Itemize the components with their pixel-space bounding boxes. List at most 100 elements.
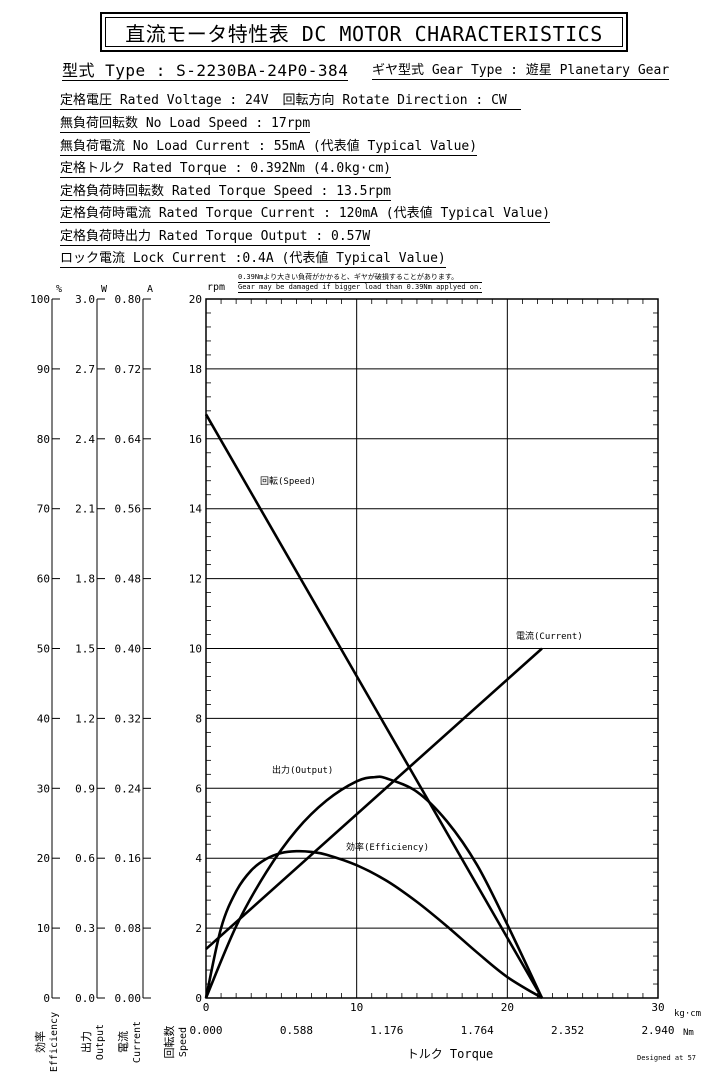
output-axis-tick-label: 1.8 [75,573,95,586]
current-axis-title-jp: 電流 [116,1031,130,1053]
output-curve [204,775,544,999]
x-tick-label-kgcm: 0 [203,1001,210,1014]
x-tick-label-kgcm: 10 [350,1001,363,1014]
x-unit-nm: Nm [683,1028,694,1038]
spec-rated-voltage: 定格電圧 Rated Voltage : 24V [60,93,269,108]
efficiency-axis-tick-label: 30 [37,782,50,795]
speed-axis-tick-label: 2 [195,922,202,935]
speed-axis-tick-label: 8 [195,712,202,725]
speed-axis-tick-label: 4 [195,852,202,865]
speed-axis-tick-label: 14 [189,503,203,516]
speed-label: 回転(Speed) [260,476,316,487]
efficiency-axis-tick-label: 100 [30,293,50,306]
efficiency-axis-tick-label: 90 [37,363,50,376]
chart-curves [204,413,544,1000]
output-axis-tick-label: 0.0 [75,992,95,1005]
output-axis-tick-label: 2.4 [75,433,95,446]
efficiency-label: 効率(Efficiency) [346,841,429,853]
spec-rated-torque-speed: 定格負荷時回転数 Rated Torque Speed : 13.5rpm [60,184,391,201]
efficiency-curve [204,849,543,1000]
output-axis-unit: W [101,284,108,295]
spec-lock-current: ロック電流 Lock Current :0.4A (代表値 Typical Va… [60,251,446,268]
output-axis-tick-label: 2.1 [75,503,95,516]
model-type-line: 型式 Type : S-2230BA-24P0-384 [62,61,349,82]
output-label: 出力(Output) [272,764,333,776]
current-axis-tick-label: 0.64 [115,433,142,446]
speed-line [204,413,544,999]
current-axis-tick-label: 0.56 [115,503,142,516]
output-axis-tick-label: 1.5 [75,643,95,656]
spec-rated-torque-output: 定格負荷時出力 Rated Torque Output : 0.57W [60,229,371,246]
spec-no-load-speed: 無負荷回転数 No Load Speed : 17rpm [60,116,311,133]
speed-axis-tick-label: 0 [195,992,202,1005]
gear-warning-note: 0.39Nmより大きい負荷がかかると、ギヤが破損することがあります。 Gear … [238,273,483,293]
efficiency-axis-title-jp: 効率 [33,1031,47,1053]
efficiency-axis-tick-label: 20 [37,852,50,865]
current-axis-tick-label: 0.80 [115,293,142,306]
speed-axis-tick-label: 16 [189,433,202,446]
output-axis-tick-label: 3.0 [75,293,95,306]
gear-warning-en: Gear may be damaged if bigger load than … [238,282,483,293]
speed-axis-title-jp: 回転数 [163,1026,176,1059]
x-tick-label-nm: 2.352 [551,1024,584,1037]
efficiency-axis-tick-label: 0 [43,992,50,1005]
x-tick-label-nm: 0.588 [280,1024,313,1037]
speed-axis-tick-label: 18 [189,363,202,376]
current-axis-tick-label: 0.16 [115,852,142,865]
gear-warning-jp: 0.39Nmより大きい負荷がかかると、ギヤが破損することがあります。 [238,273,483,283]
chart-axes: %0102030405060708090100W0.00.30.60.91.21… [30,282,701,1072]
efficiency-axis-unit: % [56,284,62,295]
current-axis-unit: A [147,284,153,295]
speed-axis-unit: rpm [207,282,225,293]
efficiency-axis-tick-label: 70 [37,503,50,516]
efficiency-axis-tick-label: 40 [37,712,50,725]
title-box: 直流モータ特性表 DC MOTOR CHARACTERISTICS [100,12,628,52]
speed-axis-tick-label: 10 [189,643,202,656]
output-axis-tick-label: 0.6 [75,852,95,865]
efficiency-axis-title-en: Efficiency [49,1012,60,1072]
current-axis-tick-label: 0.32 [115,712,142,725]
output-axis-tick-label: 0.9 [75,782,95,795]
chart-grid [205,298,659,999]
spec-rated-torque-current: 定格負荷時電流 Rated Torque Current : 120mA (代表… [60,206,551,223]
current-axis-tick-label: 0.24 [115,782,142,795]
efficiency-axis-tick-label: 10 [37,922,50,935]
current-axis-tick-label: 0.00 [115,992,142,1005]
spec-rated-torque: 定格トルク Rated Torque : 0.392Nm (4.0kg·cm) [60,161,392,178]
current-axis-tick-label: 0.08 [115,922,142,935]
current-label: 電流(Current) [516,630,583,642]
output-axis-title-en: Output [95,1024,106,1060]
spec-rotate-direction: 回転方向 Rotate Direction : CW [282,93,507,108]
x-unit-kgcm: kg·cm [674,1009,701,1019]
x-tick-label-nm: 1.176 [370,1024,403,1037]
current-line [205,647,543,951]
efficiency-axis-tick-label: 80 [37,433,50,446]
speed-axis-tick-label: 6 [195,782,202,795]
chart-labels: 回転(Speed) 電流(Current) 出力(Output) 効率(Efficie… [260,476,583,853]
gear-type-line: ギヤ型式 Gear Type : 遊星 Planetary Gear [372,63,670,80]
output-axis-tick-label: 1.2 [75,712,95,725]
speed-axis-tick-label: 12 [189,573,202,586]
x-tick-label-kgcm: 30 [651,1001,664,1014]
speed-axis-title-en: Speed [178,1027,189,1057]
designed-note: Designed at 57 [637,1054,697,1062]
x-tick-label-nm: 0.000 [189,1024,222,1037]
output-axis-title-jp: 出力 [79,1031,93,1053]
spec-row-voltage: 定格電圧 Rated Voltage : 24V 回転方向 Rotate Dire… [60,93,521,110]
current-axis-tick-label: 0.48 [115,573,142,586]
output-axis-tick-label: 0.3 [75,922,95,935]
current-axis-title-en: Current [132,1021,143,1063]
current-axis-tick-label: 0.40 [115,643,142,656]
efficiency-axis-tick-label: 50 [37,643,50,656]
current-axis-tick-label: 0.72 [115,363,142,376]
speed-axis-tick-label: 20 [189,293,202,306]
x-axis-title: トルク Torque [407,1047,494,1061]
output-axis-tick-label: 2.7 [75,363,95,376]
page-title: 直流モータ特性表 DC MOTOR CHARACTERISTICS [105,17,623,47]
efficiency-axis-tick-label: 60 [37,573,50,586]
x-tick-label-nm: 1.764 [461,1024,494,1037]
x-tick-label-nm: 2.940 [641,1024,674,1037]
spec-no-load-current: 無負荷電流 No Load Current : 55mA (代表値 Typica… [60,139,478,156]
